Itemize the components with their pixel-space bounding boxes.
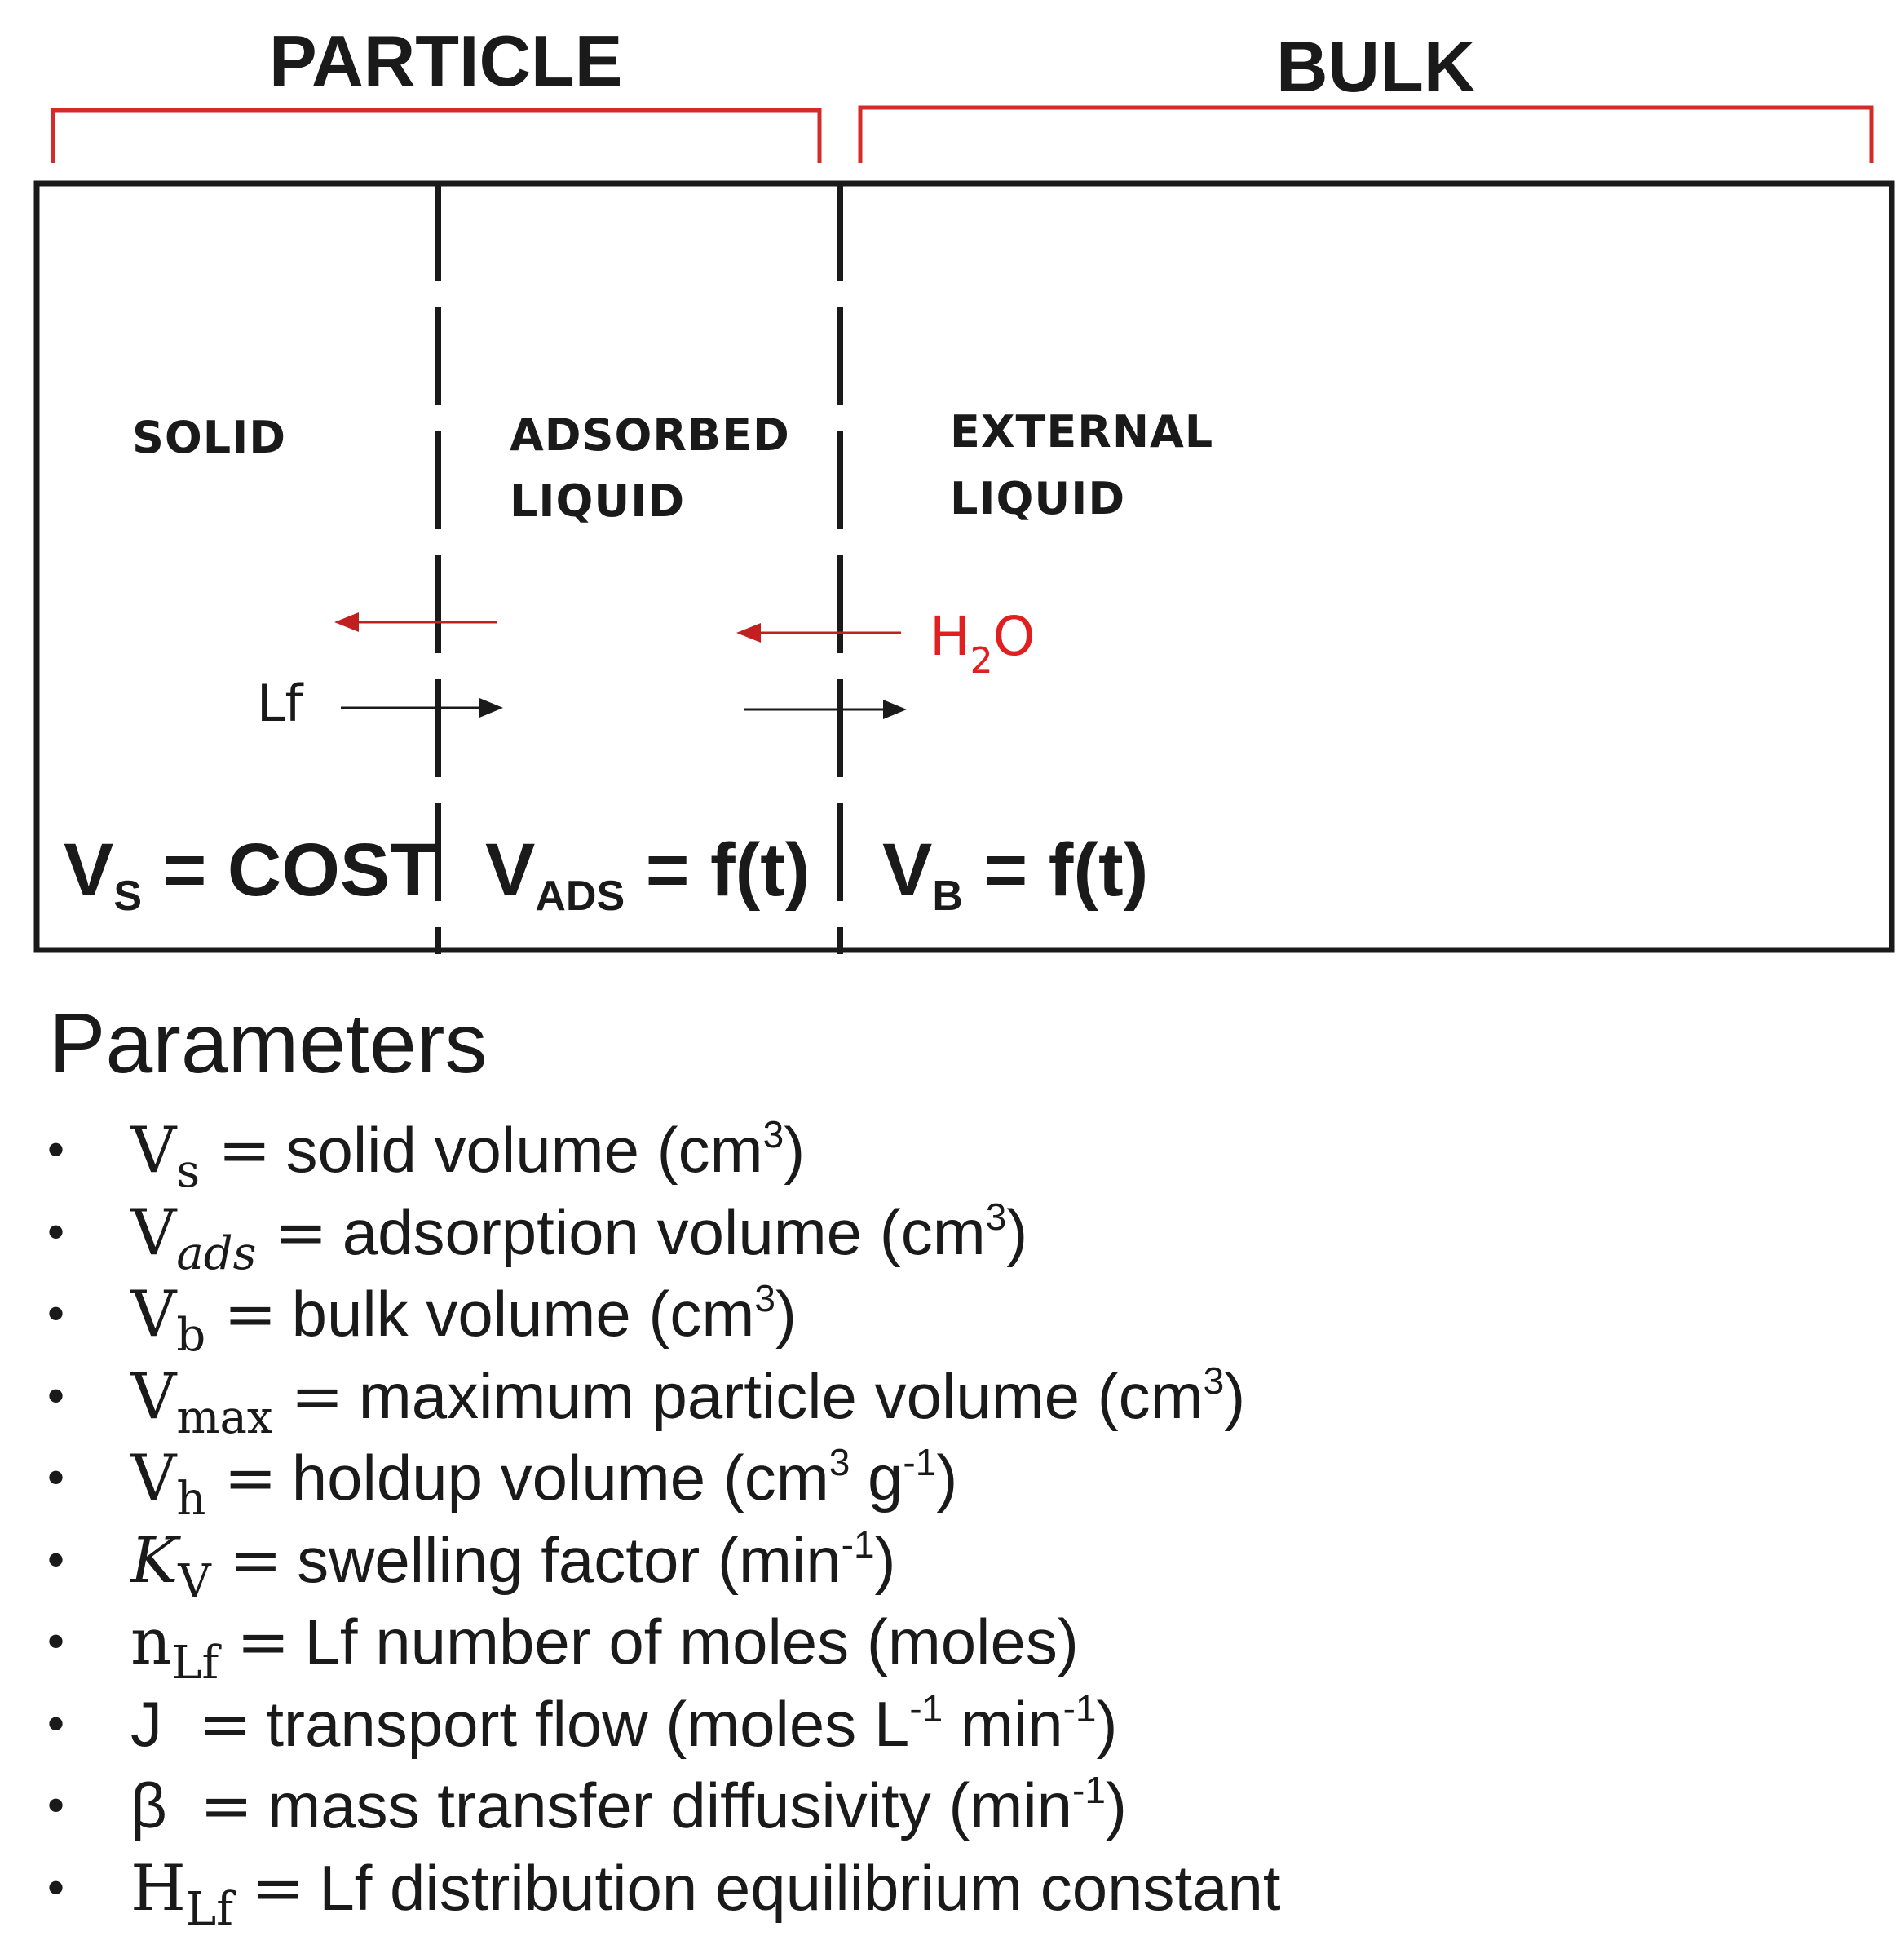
param-description: Lf distribution equilibrium constant [319,1851,1281,1924]
particle-bracket [51,108,822,163]
adsorbed-label-line1: ADSORBED [510,409,790,461]
param-description: maximum particle volume (cm [358,1359,1204,1432]
param-symbol: β [130,1770,167,1841]
param-description: mass transfer diffusivity (min [267,1770,1073,1841]
bulk-volume-equation: VB = f(t) [882,829,1148,920]
param-subscript: Lf [186,1882,233,1936]
water-flow-arrow-bulk [736,623,901,643]
param-symbol: J [130,1687,162,1760]
param-symbol: H [130,1851,187,1925]
lf-label: Lf [257,674,305,733]
particle-header: PARTICLE [269,20,622,101]
param-symbol: n [130,1606,172,1679]
param-subscript: max [176,1390,273,1444]
adsorbed-volume-equation: VADS = f(t) [485,829,811,920]
param-subscript: s [176,1145,201,1198]
param-subscript: b [176,1309,206,1362]
lf-flow-arrow-bulk [744,700,907,719]
lf-flow-arrow-solid [341,698,503,718]
external-label-line1: EXTERNAL [950,406,1213,457]
param-description: bulk volume (cm [291,1278,755,1350]
parameters-title: Parameters [49,997,488,1091]
water-flow-arrow-solid [334,612,497,632]
param-subscript: V [178,1554,211,1608]
param-symbol: V [130,1442,177,1515]
param-symbol: V [130,1278,177,1351]
adsorbed-label-line2: LIQUID [510,475,685,527]
param-subscript: Lf [171,1637,219,1690]
param-subscript: h [176,1473,206,1526]
param-description: swelling factor (min [297,1523,842,1596]
bulk-header: BULK [1276,26,1475,107]
param-description: transport flow (moles L [266,1687,910,1760]
param-subscript: ads [176,1226,257,1280]
param-symbol: V [130,1359,177,1434]
param-symbol: V [130,1114,177,1187]
external-label-line2: LIQUID [950,473,1125,524]
system-box [33,180,1895,953]
param-description: solid volume (cm [285,1114,763,1186]
solid-label: SOLID [132,412,286,463]
param-symbol: K [130,1523,179,1598]
param-description: holdup volume (cm [291,1442,829,1514]
param-description: Lf number of moles (moles) [304,1606,1079,1677]
compartment-diagram: PARTICLE BULK SOLID ADSORBED LIQUID EXTE… [33,20,1895,954]
param-description: adsorption volume (cm [342,1195,986,1268]
solid-volume-equation: VS = COST [64,829,435,920]
param-symbol: V [130,1195,177,1270]
water-label: H2O [930,605,1036,682]
bulk-bracket [858,105,1874,163]
